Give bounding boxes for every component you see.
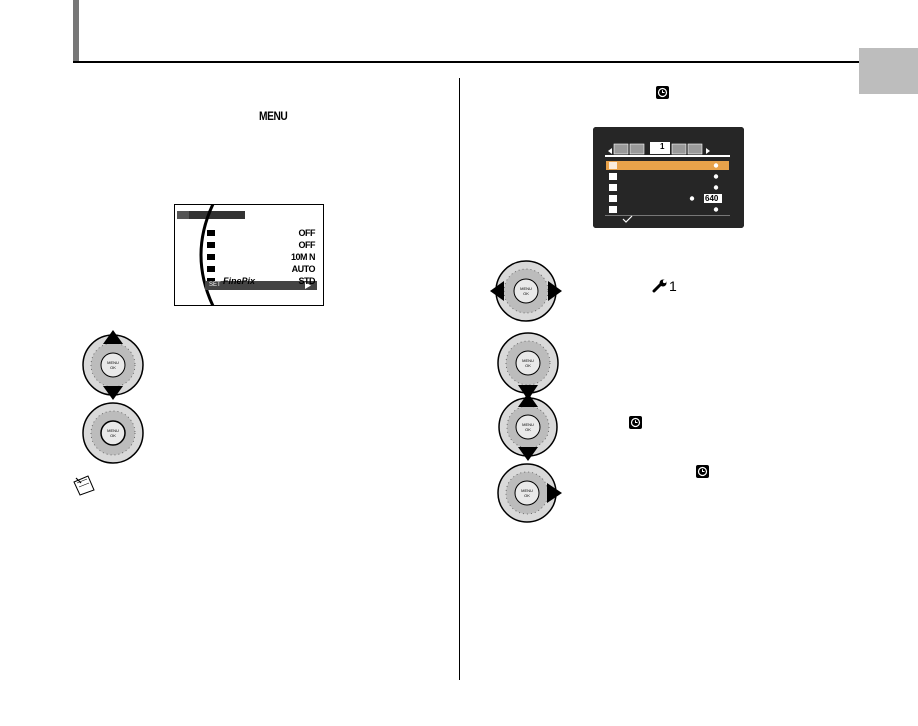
menu-value-row-2: OFF <box>298 240 316 250</box>
wrench-tab-number: 1 <box>669 278 677 294</box>
memo-icon <box>72 474 96 496</box>
svg-text:MENU: MENU <box>521 488 533 493</box>
title-underline <box>73 61 918 63</box>
value-640: 640 <box>705 194 719 203</box>
clock-icon <box>656 86 669 99</box>
svg-text:OK: OK <box>525 427 531 432</box>
menu-value-row-5: STD <box>298 276 316 286</box>
set-row-label: SET <box>209 282 221 288</box>
column-divider <box>459 78 460 680</box>
menu-value-row-3: 10M N <box>290 252 316 262</box>
finepix-logo: FinePix <box>223 276 256 286</box>
svg-text:OK: OK <box>110 365 116 370</box>
chapter-tab <box>859 48 918 94</box>
dpad-press-center: MENU OK <box>80 400 146 466</box>
svg-text:MENU: MENU <box>522 358 534 363</box>
dpad-right: MENU OK <box>496 462 562 524</box>
dpad-left-right: MENU OK <box>490 256 562 326</box>
camera-menu-screen: OFF OFF 10M N AUTO STD FinePix SET <box>174 204 324 306</box>
camera-menu-screen-art <box>177 205 317 305</box>
svg-text:OK: OK <box>525 363 531 368</box>
title-bar-accent <box>73 0 79 62</box>
clock-icon-step3 <box>629 416 642 429</box>
dpad-down: MENU OK <box>496 330 560 400</box>
svg-text:OK: OK <box>110 433 116 438</box>
dpad-up-down-1: MENU OK <box>78 330 148 400</box>
svg-text:MENU: MENU <box>520 286 532 291</box>
menu-button-label: MENU <box>259 109 288 123</box>
wrench-icon: 1 <box>652 278 677 294</box>
clock-icon-step4 <box>696 465 709 478</box>
setup-tab-number: 1 <box>660 142 665 151</box>
dpad-up-down-2: MENU OK <box>496 393 560 461</box>
svg-text:OK: OK <box>523 291 529 296</box>
setup-menu-screen-art <box>593 127 744 228</box>
menu-value-row-4: AUTO <box>291 264 316 274</box>
svg-text:MENU: MENU <box>522 422 534 427</box>
setup-menu-screen: 1 640 <box>593 127 744 228</box>
menu-value-row-1: OFF <box>298 228 316 238</box>
svg-text:OK: OK <box>524 493 530 498</box>
svg-text:MENU: MENU <box>107 360 119 365</box>
svg-text:MENU: MENU <box>107 428 119 433</box>
